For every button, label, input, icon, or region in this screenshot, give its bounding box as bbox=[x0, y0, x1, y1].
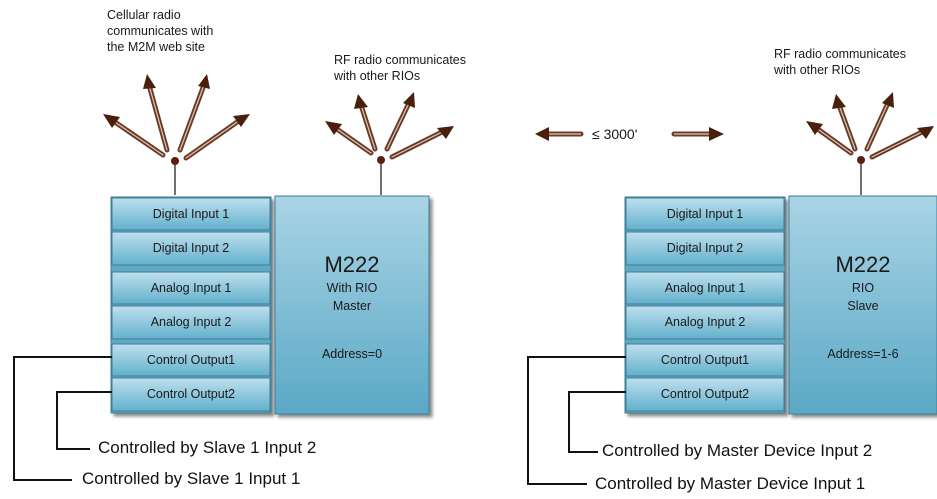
io-cell bbox=[625, 231, 785, 266]
slave-wire-label-output1: Controlled by Master Device Input 1 bbox=[595, 474, 866, 493]
io-label-control-output-1: Control Output1 bbox=[146, 353, 236, 367]
rf-slave-caption: RF radio communicates with other RIOs bbox=[774, 46, 937, 78]
cellular-caption: Cellular radio communicates with the M2M… bbox=[107, 7, 213, 55]
rf-master-caption: RF radio communicates with other RIOs bbox=[334, 52, 466, 84]
rf-antenna-master bbox=[325, 92, 454, 195]
slave-wire-label-output2: Controlled by Master Device Input 2 bbox=[602, 441, 873, 460]
slave-title: M222 bbox=[835, 252, 891, 277]
io-label-analog-input-1: Analog Input 1 bbox=[664, 281, 746, 295]
io-label-control-output-2: Control Output2 bbox=[660, 387, 750, 401]
caption-line: with other RIOs bbox=[334, 69, 421, 83]
io-label-digital-input-2: Digital Input 2 bbox=[666, 241, 744, 255]
io-cell bbox=[111, 197, 271, 231]
io-label-digital-input-1: Digital Input 1 bbox=[152, 207, 230, 221]
slave-wires bbox=[527, 356, 626, 485]
io-label-digital-input-1: Digital Input 1 bbox=[666, 207, 744, 221]
master-address: Address=0 bbox=[321, 347, 383, 361]
wire-output1 bbox=[527, 356, 626, 485]
master-wire-label-output1: Controlled by Slave 1 Input 1 bbox=[82, 469, 301, 488]
master-io-cells bbox=[111, 197, 271, 412]
rf-antenna-slave bbox=[806, 92, 934, 195]
io-label-analog-input-2: Analog Input 2 bbox=[150, 315, 232, 329]
wire-output2 bbox=[56, 391, 112, 450]
caption-line: RF radio communicates bbox=[334, 53, 466, 67]
io-label-control-output-1: Control Output1 bbox=[660, 353, 750, 367]
io-cell bbox=[111, 343, 271, 377]
slave-io-cells bbox=[625, 197, 785, 412]
io-cell bbox=[625, 197, 785, 231]
caption-line: Cellular radio bbox=[107, 8, 181, 22]
master-wires bbox=[13, 356, 112, 481]
caption-line: with other RIOs bbox=[774, 63, 861, 77]
distance-label: ≤ 3000' bbox=[592, 126, 638, 142]
cellular-antenna bbox=[103, 74, 250, 195]
io-cell bbox=[111, 231, 271, 266]
wire-output2 bbox=[568, 391, 626, 453]
master-device bbox=[110, 195, 430, 415]
io-label-digital-input-2: Digital Input 2 bbox=[152, 241, 230, 255]
io-cell bbox=[625, 377, 785, 412]
master-wire-label-output2: Controlled by Slave 1 Input 2 bbox=[98, 438, 317, 457]
slave-address: Address=1-6 bbox=[827, 347, 899, 361]
io-cell bbox=[111, 271, 271, 305]
caption-line: the M2M web site bbox=[107, 40, 205, 54]
caption-line: communicates with bbox=[107, 24, 214, 38]
slave-device bbox=[624, 195, 937, 415]
io-label-control-output-2: Control Output2 bbox=[146, 387, 236, 401]
io-cell bbox=[625, 271, 785, 305]
master-line2: Master bbox=[332, 299, 372, 313]
master-line1: With RIO bbox=[326, 281, 378, 295]
master-main-box bbox=[274, 195, 430, 415]
io-label-analog-input-2: Analog Input 2 bbox=[664, 315, 746, 329]
slave-main-box bbox=[788, 195, 937, 415]
io-cell bbox=[625, 343, 785, 377]
io-cell bbox=[625, 305, 785, 340]
master-title: M222 bbox=[324, 252, 380, 277]
distance-arrows bbox=[535, 127, 724, 141]
io-cell bbox=[111, 377, 271, 412]
io-label-analog-input-1: Analog Input 1 bbox=[150, 281, 232, 295]
io-cell bbox=[111, 305, 271, 340]
wire-output1 bbox=[13, 356, 112, 481]
slave-line2: Slave bbox=[847, 299, 879, 313]
slave-line1: RIO bbox=[851, 281, 875, 295]
caption-line: RF radio communicates bbox=[774, 47, 906, 61]
